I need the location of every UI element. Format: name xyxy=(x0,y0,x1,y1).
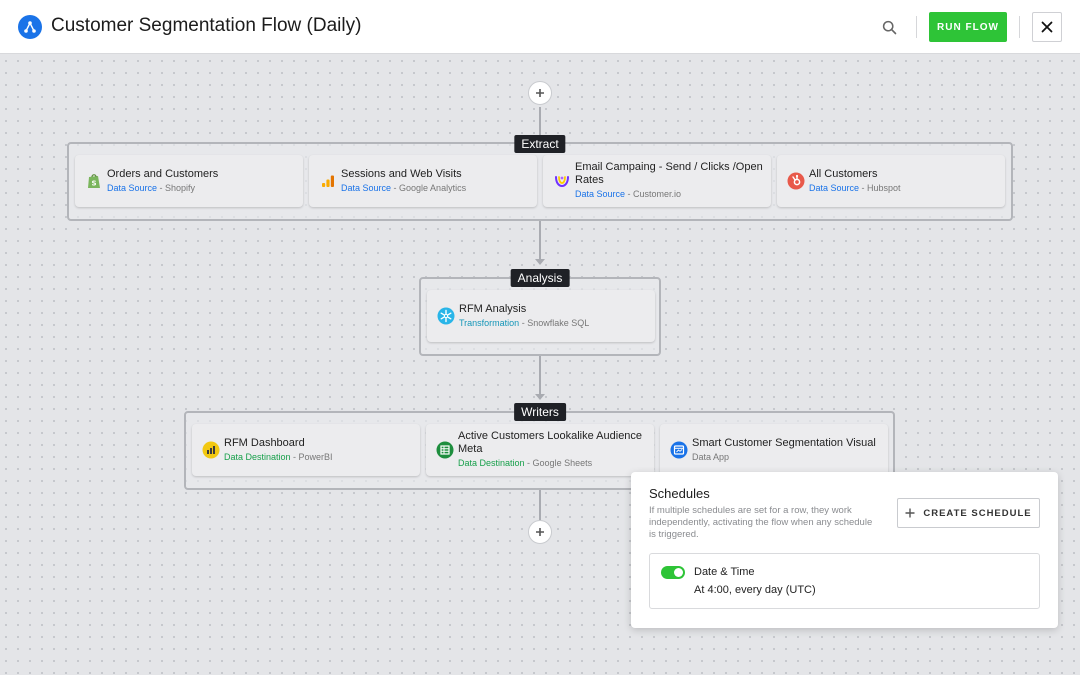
snowflake-icon xyxy=(437,307,455,325)
extract-group-label: Extract xyxy=(514,135,566,153)
header-divider xyxy=(1019,16,1020,38)
card-kind: Data Destination xyxy=(458,458,525,468)
card-title: Active Customers Lookalike Audience Meta xyxy=(458,430,643,455)
close-icon xyxy=(1041,21,1053,33)
card-email-campaing[interactable]: Email Campaing - Send / Clicks /Open Rat… xyxy=(543,155,771,207)
hubspot-icon xyxy=(787,172,805,190)
card-provider: PowerBI xyxy=(298,451,333,462)
card-kind: Data Source xyxy=(107,182,158,193)
card-kind: Data App xyxy=(692,451,730,462)
card-provider: Google Sheets xyxy=(532,458,593,468)
card-title: Email Campaing - Send / Clicks /Open Rat… xyxy=(575,161,763,186)
card-active-customers-lookalike[interactable]: Active Customers Lookalike Audience Meta… xyxy=(426,424,654,476)
google-sheets-icon xyxy=(436,441,454,459)
google-analytics-icon xyxy=(319,172,337,190)
card-title: RFM Analysis xyxy=(459,302,527,315)
close-button[interactable] xyxy=(1032,12,1062,42)
connector-line xyxy=(539,220,541,260)
connector-arrow-icon xyxy=(535,394,545,400)
card-sessions-and-web-visits[interactable]: Sessions and Web Visits Data Source - Go… xyxy=(309,155,537,207)
add-step-bottom-button[interactable] xyxy=(528,520,552,544)
card-provider: Customer.io xyxy=(633,189,682,199)
svg-text:S: S xyxy=(91,180,96,188)
card-kind: Data Source xyxy=(575,189,626,199)
data-app-icon xyxy=(670,441,688,459)
connector-line xyxy=(539,489,541,520)
card-rfm-analysis[interactable]: RFM Analysis Transformation - Snowflake … xyxy=(427,290,655,342)
create-schedule-label: CREATE SCHEDULE xyxy=(923,507,1032,519)
card-title: Smart Customer Segmentation Visual xyxy=(692,436,876,449)
create-schedule-button[interactable]: CREATE SCHEDULE xyxy=(897,498,1040,528)
card-provider: Hubspot xyxy=(867,182,901,193)
schedule-toggle[interactable] xyxy=(661,566,685,579)
plus-icon xyxy=(536,528,544,536)
analysis-group-label: Analysis xyxy=(510,269,570,287)
customerio-icon xyxy=(553,172,571,190)
plus-icon xyxy=(536,89,544,97)
connector-arrow-icon xyxy=(535,259,545,265)
card-all-customers[interactable]: All Customers Data Source - Hubspot xyxy=(777,155,1005,207)
page-title: Customer Segmentation Flow (Daily) xyxy=(51,15,362,36)
card-kind: Transformation xyxy=(459,317,520,328)
card-rfm-dashboard[interactable]: RFM Dashboard Data Destination - PowerBI xyxy=(192,424,420,476)
card-smart-customer-segmentation[interactable]: Smart Customer Segmentation Visual Data … xyxy=(660,424,888,476)
add-step-top-button[interactable] xyxy=(528,81,552,105)
schedule-name: Date & Time xyxy=(694,566,755,578)
powerbi-icon xyxy=(202,441,220,459)
run-flow-button[interactable]: RUN FLOW xyxy=(929,12,1007,42)
card-title: Sessions and Web Visits xyxy=(341,167,462,180)
card-provider: Snowflake SQL xyxy=(527,317,590,328)
connector-line xyxy=(539,355,541,395)
extract-group: S Orders and Customers Data Source - Sho… xyxy=(67,142,1013,221)
card-kind: Data Source xyxy=(809,182,860,193)
schedules-title: Schedules xyxy=(649,486,710,501)
card-provider: Shopify xyxy=(165,182,196,193)
flow-logo-icon xyxy=(18,15,42,39)
toggle-knob xyxy=(674,568,683,577)
schedules-description: If multiple schedules are set for a row,… xyxy=(649,505,873,540)
card-title: Orders and Customers xyxy=(107,167,219,180)
writers-group-label: Writers xyxy=(514,403,566,421)
card-title: RFM Dashboard xyxy=(224,436,305,449)
card-orders-and-customers[interactable]: S Orders and Customers Data Source - Sho… xyxy=(75,155,303,207)
top-bar: Customer Segmentation Flow (Daily) RUN F… xyxy=(0,0,1080,54)
schedule-time: At 4:00, every day (UTC) xyxy=(694,584,816,596)
search-icon[interactable] xyxy=(878,16,900,38)
schedule-item[interactable]: Date & Time At 4:00, every day (UTC) xyxy=(649,553,1040,609)
connector-line xyxy=(539,107,541,141)
card-title: All Customers xyxy=(809,167,878,180)
header-divider xyxy=(916,16,917,38)
card-kind: Data Destination xyxy=(224,451,291,462)
schedules-panel: Schedules If multiple schedules are set … xyxy=(631,472,1058,628)
card-provider: Google Analytics xyxy=(399,182,467,193)
analysis-group: RFM Analysis Transformation - Snowflake … xyxy=(419,277,661,356)
card-kind: Data Source xyxy=(341,182,392,193)
shopify-icon: S xyxy=(85,172,103,190)
plus-icon xyxy=(905,508,915,518)
